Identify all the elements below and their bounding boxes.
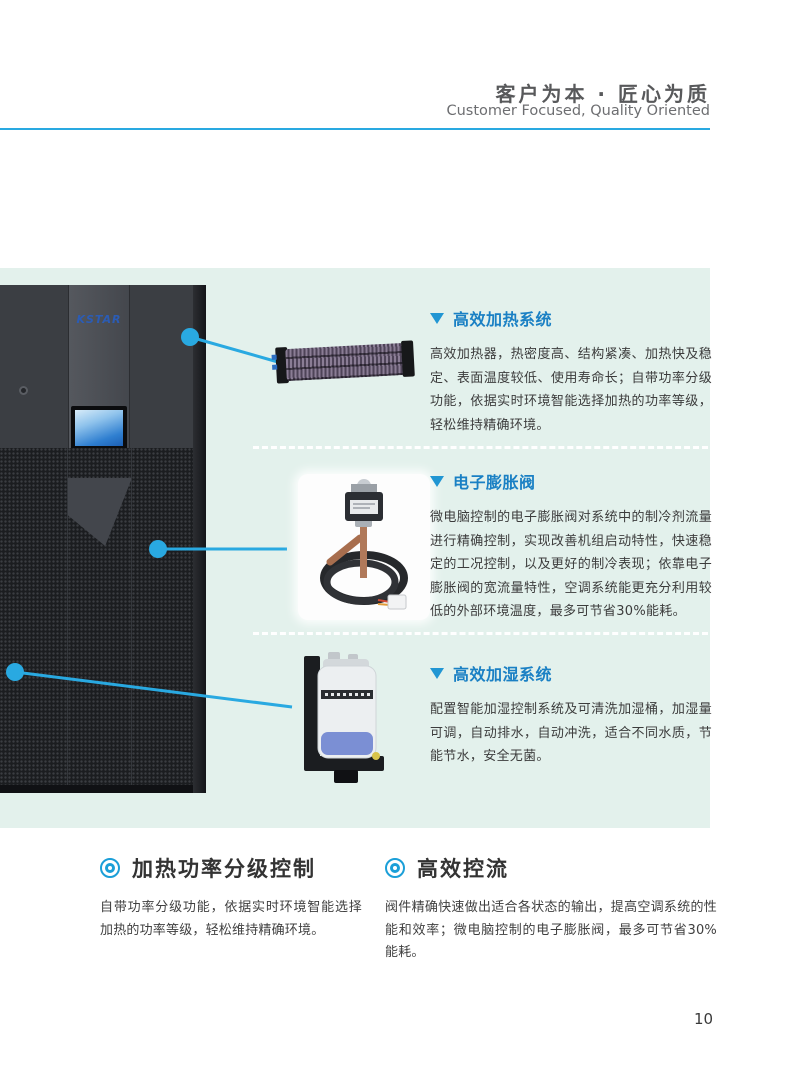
product-cabinet-image: KSTAR [0, 285, 206, 793]
header-title-en: Customer Focused, Quality Oriented [446, 103, 710, 119]
feature-body: 高效加热器，热密度高、结构紧凑、加热快及稳定、表面温度较低、使用寿命长；自带功率… [430, 347, 712, 433]
section-body: 阀件精确快速做出适合各状态的输出，提高空调系统的性能和效率；微电脑控制的电子膨胀… [385, 900, 717, 960]
feature-body: 配置智能加湿控制系统及可清洗加湿桶，加湿量可调，自动排水，自动冲洗，适合不同水质… [430, 702, 712, 764]
section-body: 自带功率分级功能，依据实时环境智能选择加热的功率等级，轻松维持精确环境。 [100, 900, 362, 938]
section-title: 加热功率分级控制 [132, 857, 316, 881]
feature-title: 高效加热系统 [430, 306, 712, 330]
feature-panel: KSTAR [0, 268, 712, 828]
header-divider [0, 128, 710, 130]
feature-block-heating: 高效加热系统 高效加热器，热密度高、结构紧凑、加热快及稳定、表面温度较低、使用寿… [430, 306, 712, 437]
feature-body: 微电脑控制的电子膨胀阀对系统中的制冷剂流量进行精确控制，实现改善机组启动特性，快… [430, 510, 712, 619]
cabinet-knob [19, 386, 28, 395]
triangle-down-icon [430, 312, 444, 324]
feature-title-text: 电子膨胀阀 [453, 473, 536, 492]
section-title: 高效控流 [417, 857, 509, 881]
triangle-down-icon [430, 667, 444, 679]
cabinet-display-screen [71, 406, 127, 450]
section-heating-power-control: 加热功率分级控制 自带功率分级功能，依据实时环境智能选择加热的功率等级，轻松维持… [100, 853, 362, 942]
expansion-valve-image [298, 474, 430, 620]
feature-title-text: 高效加湿系统 [453, 665, 553, 684]
kstar-logo: KSTAR [76, 313, 122, 326]
humidifier-image [304, 652, 394, 792]
dashed-divider [253, 446, 708, 449]
header-title-zh: 客户为本 · 匠心为质 [495, 82, 710, 106]
double-ring-icon [100, 858, 120, 878]
heater-element-image [271, 340, 415, 384]
feature-title: 高效加湿系统 [430, 661, 712, 685]
cabinet-side-edge [193, 285, 206, 793]
feature-title-text: 高效加热系统 [453, 310, 553, 329]
feature-block-valve: 电子膨胀阀 微电脑控制的电子膨胀阀对系统中的制冷剂流量进行精确控制，实现改善机组… [430, 469, 712, 624]
section-efficient-flow-control: 高效控流 阀件精确快速做出适合各状态的输出，提高空调系统的性能和效率；微电脑控制… [385, 853, 717, 965]
page-number: 10 [694, 1010, 714, 1028]
triangle-down-icon [430, 475, 444, 487]
double-ring-icon [385, 858, 405, 878]
dashed-divider [253, 632, 708, 635]
feature-block-humidifier: 高效加湿系统 配置智能加湿控制系统及可清洗加湿桶，加湿量可调，自动排水，自动冲洗… [430, 661, 712, 769]
feature-title: 电子膨胀阀 [430, 469, 712, 493]
